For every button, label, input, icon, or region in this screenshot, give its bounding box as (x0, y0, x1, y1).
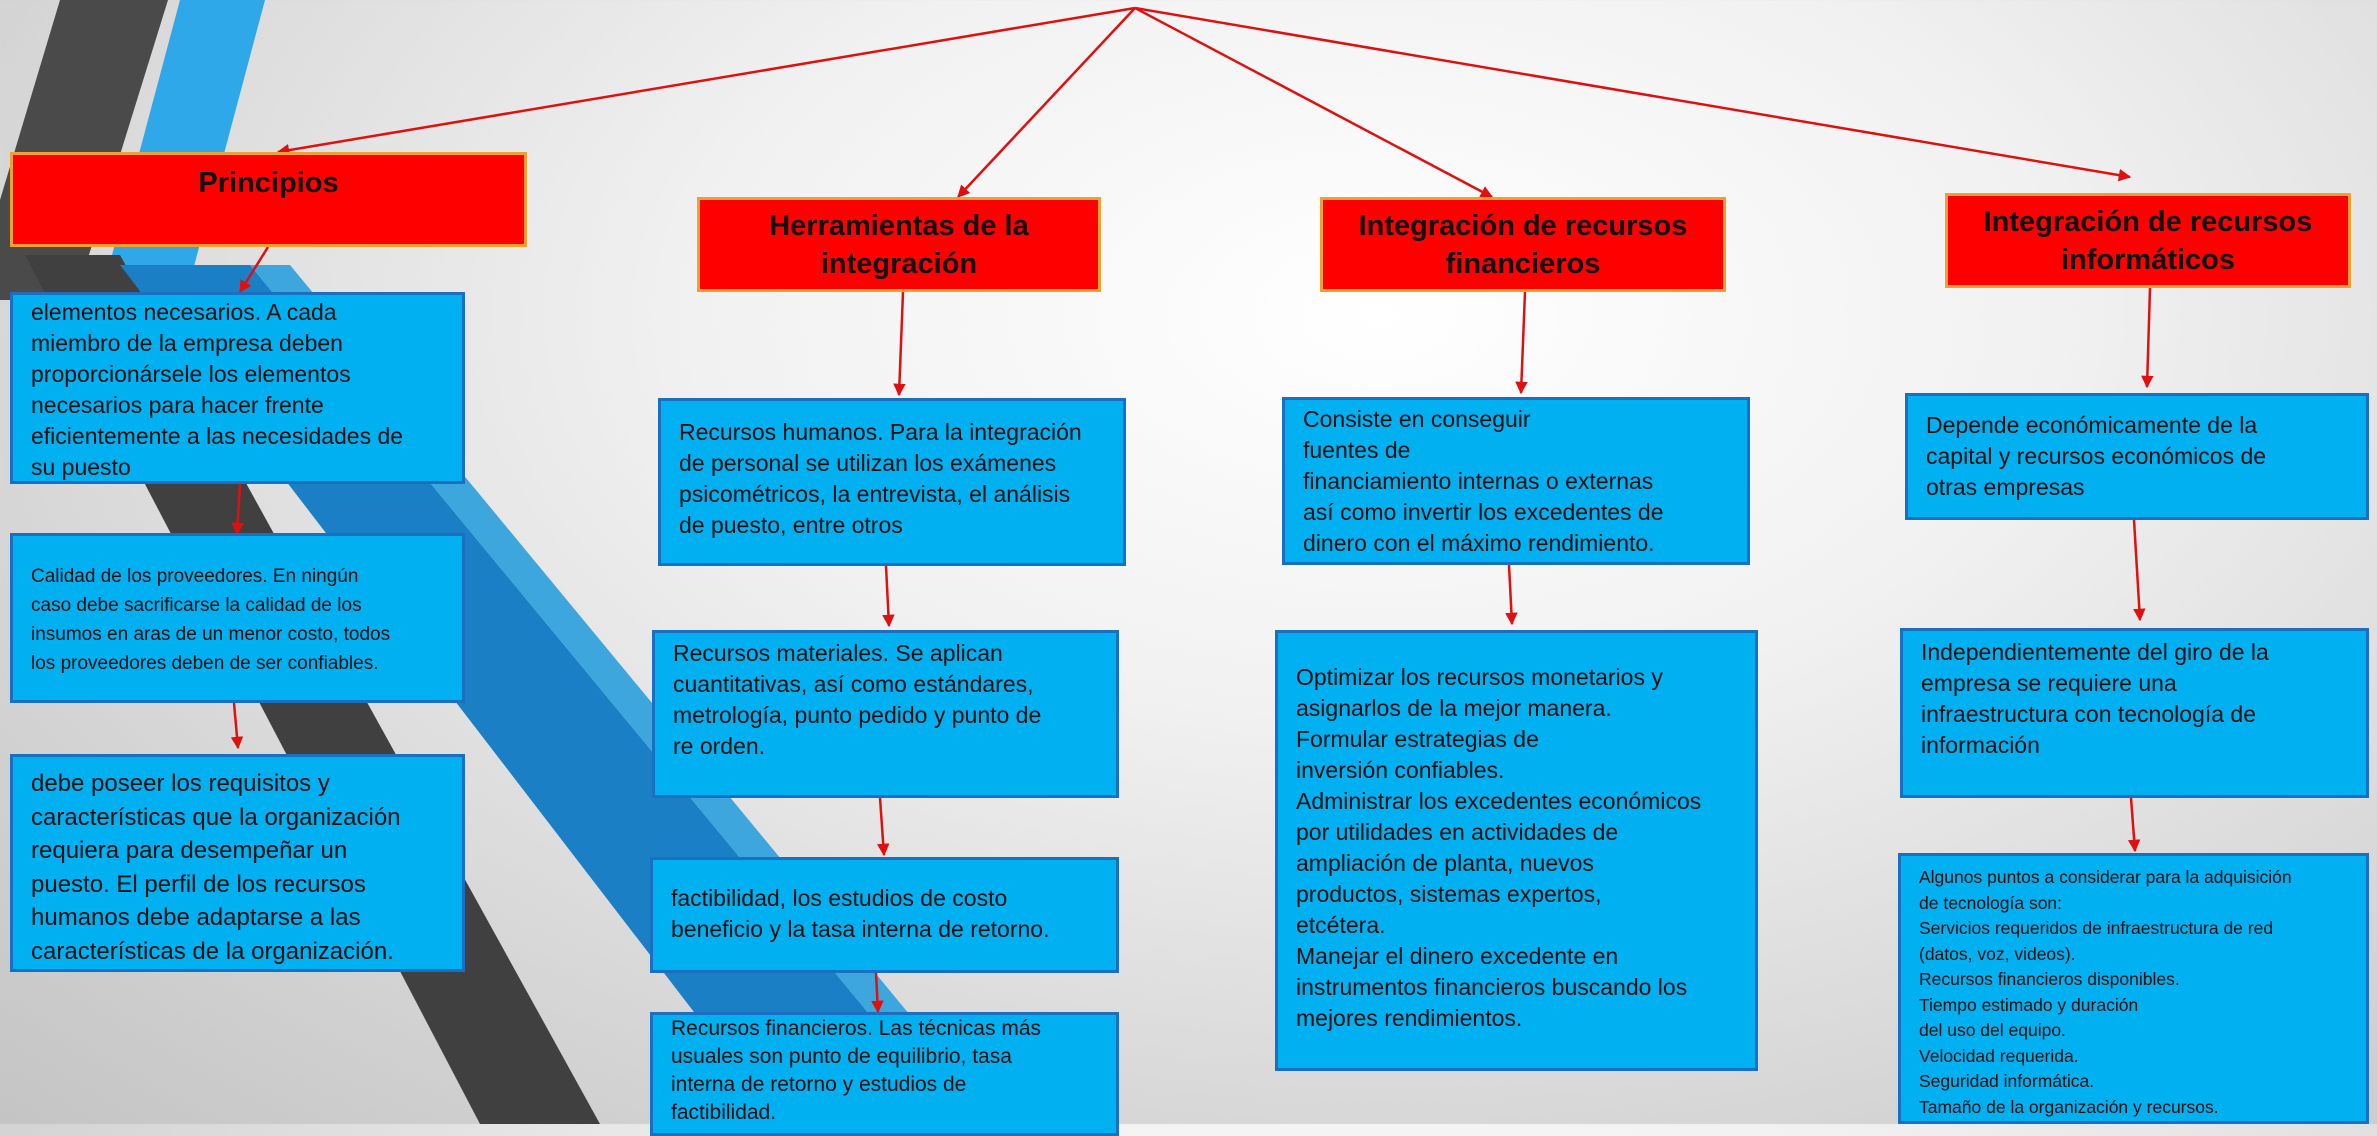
informaticos-box-puntos: Algunos puntos a considerar para la adqu… (1898, 853, 2369, 1124)
herramientas-box-recursos-materiales: Recursos materiales. Se aplican cuantita… (652, 630, 1119, 798)
title-principios: Principios (10, 152, 527, 247)
title-recursos-informaticos: Integración de recursos informáticos (1945, 193, 2351, 288)
principios-box-proveedores: Calidad de los proveedores. En ningún ca… (10, 533, 465, 703)
title-herramientas: Herramientas de la integración (697, 197, 1101, 292)
financieros-box-consiste: Consiste en conseguir fuentes de financi… (1282, 397, 1750, 565)
principios-box-elementos: elementos necesarios. A cada miembro de … (10, 292, 465, 484)
herramientas-box-recursos-humanos: Recursos humanos. Para la integración de… (658, 398, 1126, 566)
informaticos-box-independientemente: Independientemente del giro de la empres… (1900, 628, 2369, 798)
informaticos-box-depende: Depende económicamente de la capital y r… (1905, 393, 2369, 520)
principios-box-perfil: debe poseer los requisitos y característ… (10, 754, 465, 972)
herramientas-box-factibilidad: factibilidad, los estudios de costo bene… (650, 857, 1119, 973)
herramientas-box-recursos-financieros: Recursos financieros. Las técnicas más u… (650, 1012, 1119, 1136)
financieros-box-optimizar: Optimizar los recursos monetarios y asig… (1275, 630, 1758, 1071)
title-recursos-financieros: Integración de recursos financieros (1320, 197, 1726, 292)
